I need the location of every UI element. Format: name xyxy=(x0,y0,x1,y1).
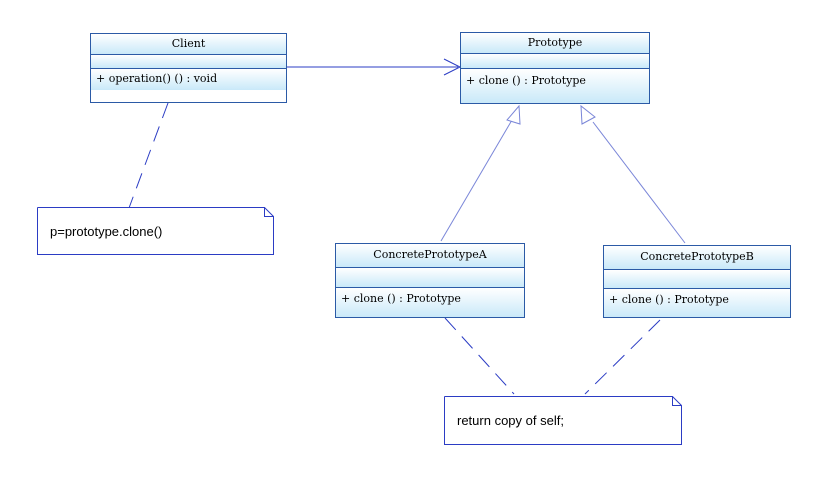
class-concrete-prototype-b-name: ConcretePrototypeB xyxy=(604,246,790,270)
note-concrete-shape xyxy=(444,396,682,445)
class-concrete-prototype-b-attributes xyxy=(604,270,790,289)
class-client-name: Client xyxy=(91,34,286,55)
note-concrete[interactable]: return copy of self; xyxy=(444,396,682,445)
note-anchor-concrete-a xyxy=(444,317,515,395)
class-prototype[interactable]: Prototype + clone () : Prototype xyxy=(460,32,650,104)
class-concrete-prototype-b-operation: + clone () : Prototype xyxy=(604,289,790,317)
class-client-operation: + operation() () : void xyxy=(91,69,286,90)
class-concrete-prototype-a-attributes xyxy=(336,268,524,288)
class-prototype-name: Prototype xyxy=(461,33,649,54)
note-anchor-client xyxy=(128,102,169,209)
note-client-text: p=prototype.clone() xyxy=(50,224,163,239)
class-client[interactable]: Client + operation() () : void xyxy=(90,33,287,103)
class-prototype-attributes xyxy=(461,54,649,69)
generalization-line-a xyxy=(440,119,513,242)
class-prototype-operation: + clone () : Prototype xyxy=(461,69,649,103)
class-client-attributes xyxy=(91,55,286,69)
note-concrete-text: return copy of self; xyxy=(457,413,564,428)
note-anchor-concrete-b xyxy=(584,319,661,395)
generalization-line-b xyxy=(592,121,686,244)
note-client-shape xyxy=(37,207,274,255)
class-concrete-prototype-a[interactable]: ConcretePrototypeA + clone () : Prototyp… xyxy=(335,243,525,318)
class-concrete-prototype-a-operation: + clone () : Prototype xyxy=(336,288,524,317)
generalization-triangle-b xyxy=(580,104,596,125)
class-concrete-prototype-a-name: ConcretePrototypeA xyxy=(336,244,524,268)
note-client[interactable]: p=prototype.clone() xyxy=(37,207,274,255)
class-concrete-prototype-b[interactable]: ConcretePrototypeB + clone () : Prototyp… xyxy=(603,245,791,318)
generalization-triangle-a xyxy=(506,104,521,125)
